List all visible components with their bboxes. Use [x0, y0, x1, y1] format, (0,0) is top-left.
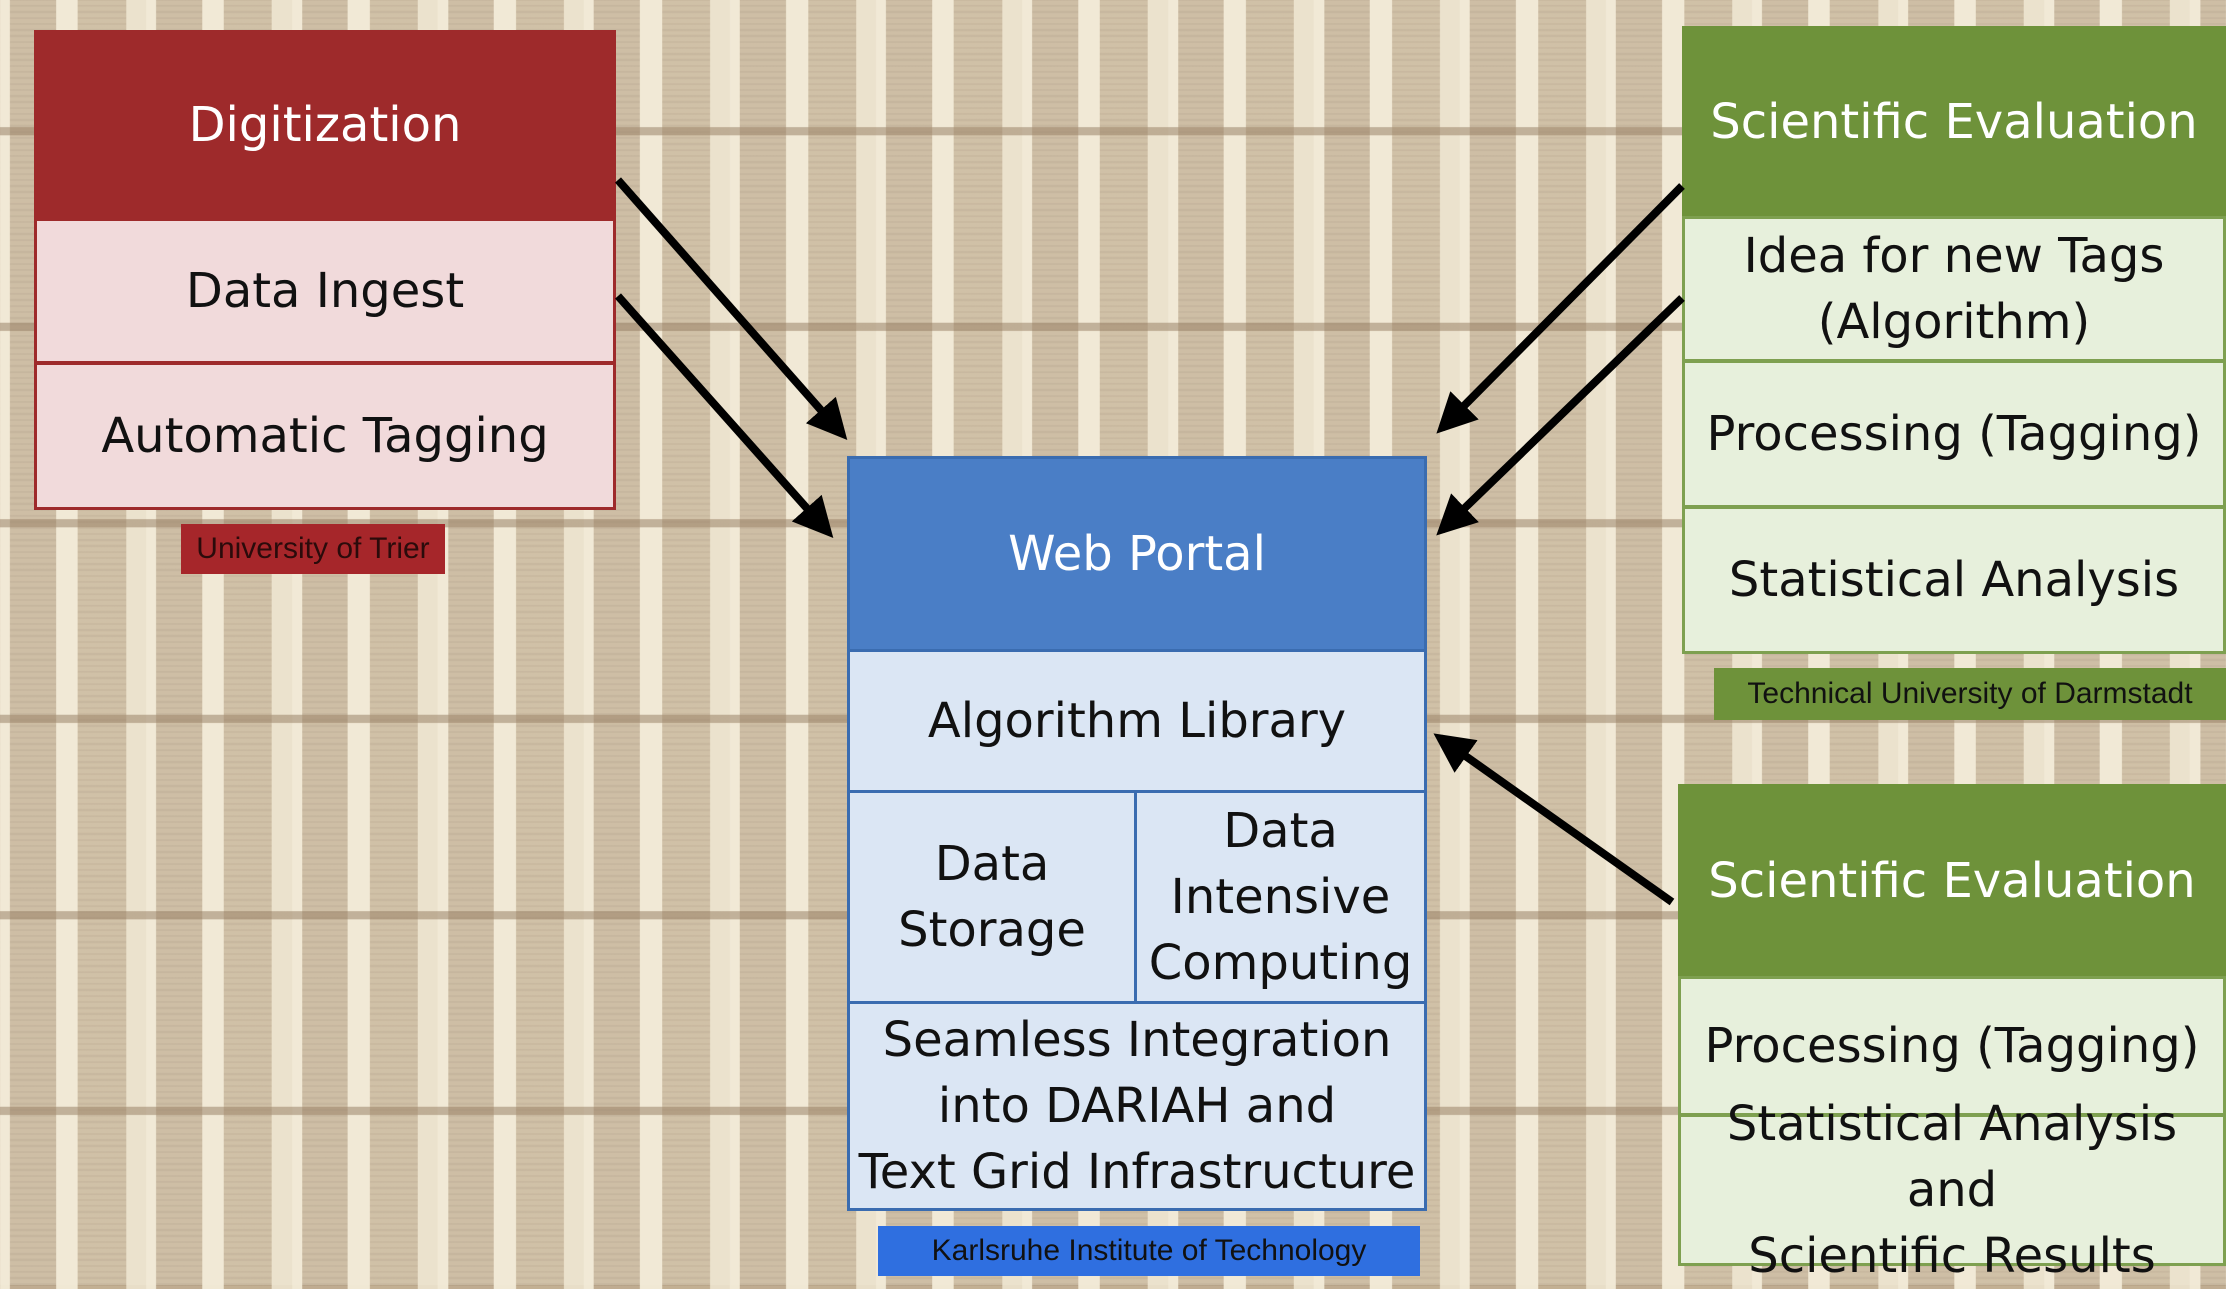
- automatic-tagging-box: Automatic Tagging: [34, 362, 616, 510]
- digitization-header: Digitization: [34, 30, 616, 220]
- seamless-integration-box: Seamless Integration into DARIAH and Tex…: [847, 1001, 1427, 1211]
- scientific-evaluation-header-bottom: Scientific Evaluation: [1678, 784, 2226, 978]
- arrow-digitization-to-portal: [614, 177, 848, 441]
- data-intensive-computing-box: Data Intensive Computing: [1134, 790, 1427, 1004]
- arrow-bottom-evaluation-to-library: [1433, 733, 1675, 906]
- arrow-idea-to-portal: [1436, 295, 1685, 536]
- statistical-analysis-box: Statistical Analysis: [1682, 506, 2226, 654]
- karlsruhe-label: Karlsruhe Institute of Technology: [878, 1226, 1420, 1276]
- scientific-evaluation-header-top: Scientific Evaluation: [1682, 26, 2226, 218]
- algorithm-library-box: Algorithm Library: [847, 649, 1427, 793]
- processing-tagging-box-top: Processing (Tagging): [1682, 360, 2226, 508]
- idea-new-tags-box: Idea for new Tags (Algorithm): [1682, 216, 2226, 362]
- darmstadt-label: Technical University of Darmstadt: [1714, 668, 2226, 720]
- web-portal-header: Web Portal: [847, 456, 1427, 652]
- university-of-trier-label: University of Trier: [181, 524, 445, 574]
- arrow-evaluation-to-portal: [1436, 183, 1685, 434]
- arrow-ingest-to-portal: [615, 293, 834, 538]
